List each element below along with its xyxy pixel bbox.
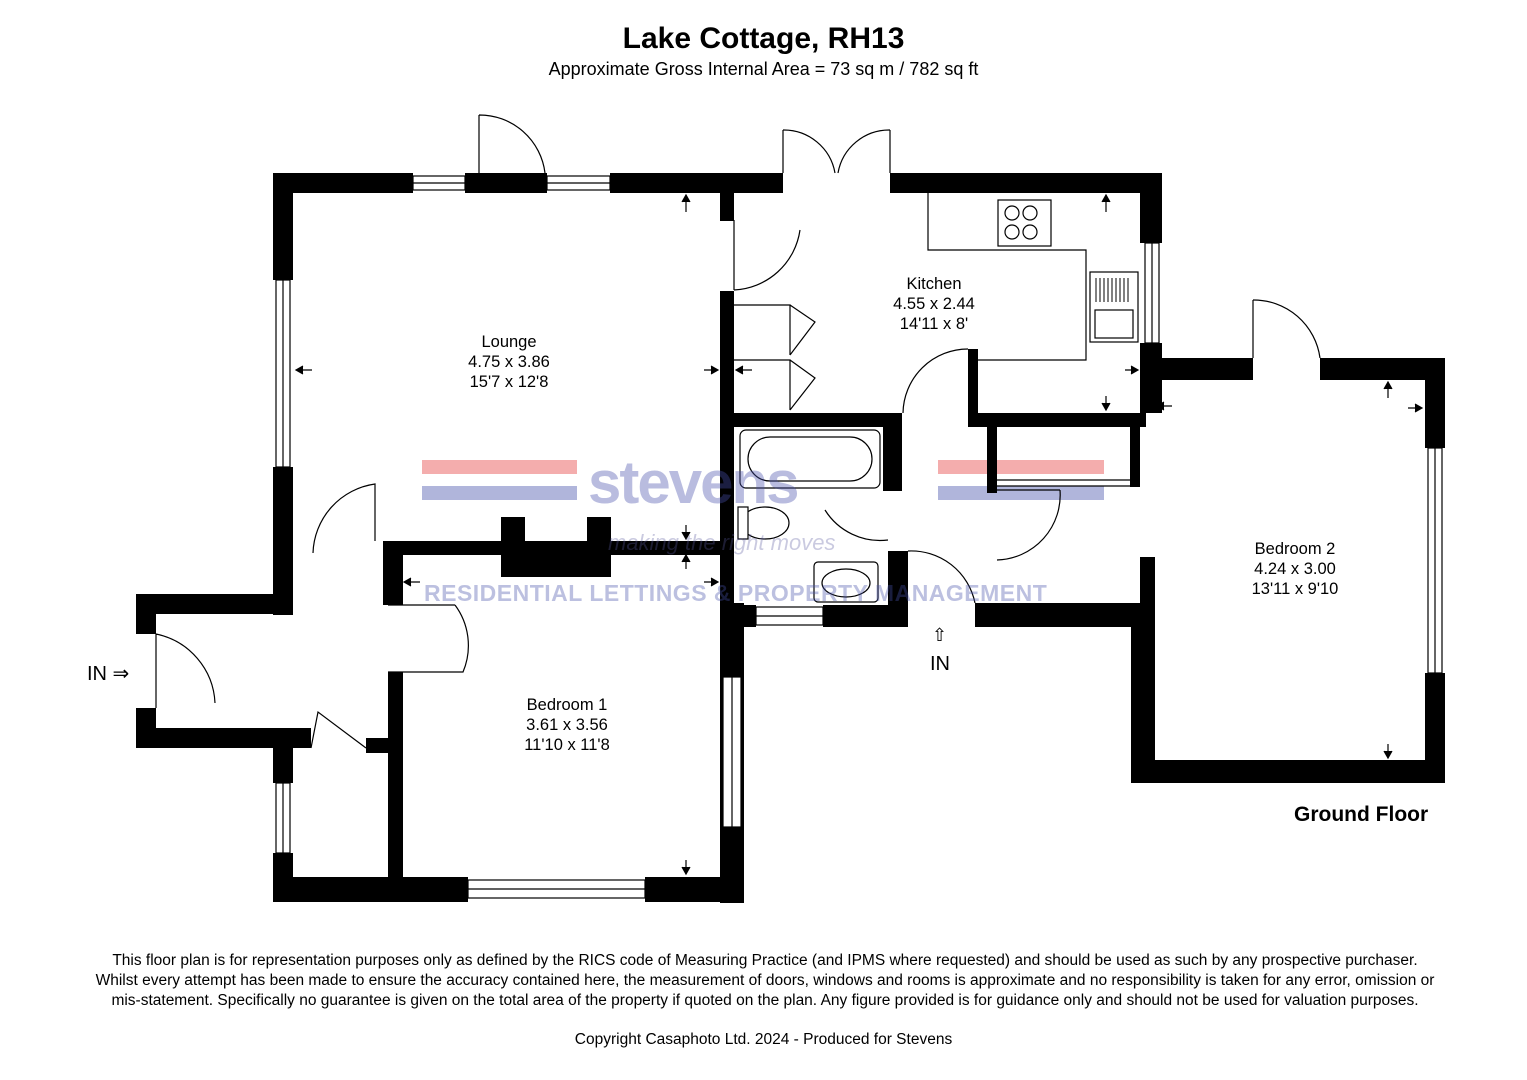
kitchen-fixtures — [927, 193, 1139, 361]
floor-label: Ground Floor — [1294, 803, 1429, 826]
room-lounge: Lounge 4.75 x 3.86 15'7 x 12'8 — [429, 332, 589, 392]
room-name: Bedroom 1 — [526, 696, 608, 714]
plan-subtitle: Approximate Gross Internal Area = 73 sq … — [548, 59, 979, 79]
dimension-markers — [294, 193, 1424, 876]
room-kitchen: Kitchen 4.55 x 2.44 14'11 x 8' — [854, 274, 1014, 334]
room-imperial: 14'11 x 8' — [899, 315, 969, 333]
watermark-stripes — [422, 460, 1104, 500]
copyright-text: Copyright Casaphoto Ltd. 2024 - Produced… — [574, 1031, 953, 1048]
watermark-tagline: making the right moves — [608, 530, 836, 555]
room-imperial: 13'11 x 9'10 — [1251, 580, 1339, 598]
room-imperial: 11'10 x 11'8 — [524, 736, 610, 754]
room-imperial: 15'7 x 12'8 — [469, 373, 549, 391]
watermark-subtitle: RESIDENTIAL LETTINGS & PROPERTY MANAGEME… — [424, 580, 1048, 606]
walls — [136, 173, 1445, 903]
entry-arrow-icon: ⇧ — [932, 625, 948, 645]
disclaimer-text: This floor plan is for representation pu… — [95, 952, 1435, 1009]
door-swings — [155, 114, 1321, 749]
room-metric: 4.55 x 2.44 — [893, 295, 975, 313]
room-metric: 4.75 x 3.86 — [468, 353, 550, 371]
room-metric: 3.61 x 3.56 — [526, 716, 608, 734]
room-name: Kitchen — [906, 275, 962, 293]
room-name: Lounge — [481, 333, 537, 351]
bathroom-fixtures — [737, 429, 881, 603]
room-name: Bedroom 2 — [1254, 540, 1336, 558]
entry-bottom-label: IN — [930, 653, 950, 675]
entry-left-label: IN ⇒ — [87, 663, 130, 685]
room-bedroom-1: Bedroom 1 3.61 x 3.56 11'10 x 11'8 — [487, 695, 647, 755]
room-bedroom-2: Bedroom 2 4.24 x 3.00 13'11 x 9'10 — [1215, 539, 1375, 599]
windows — [275, 175, 1443, 899]
room-metric: 4.24 x 3.00 — [1254, 560, 1336, 578]
plan-title: Lake Cottage, RH13 — [622, 22, 905, 55]
watermark-brand: stevens — [588, 449, 799, 516]
